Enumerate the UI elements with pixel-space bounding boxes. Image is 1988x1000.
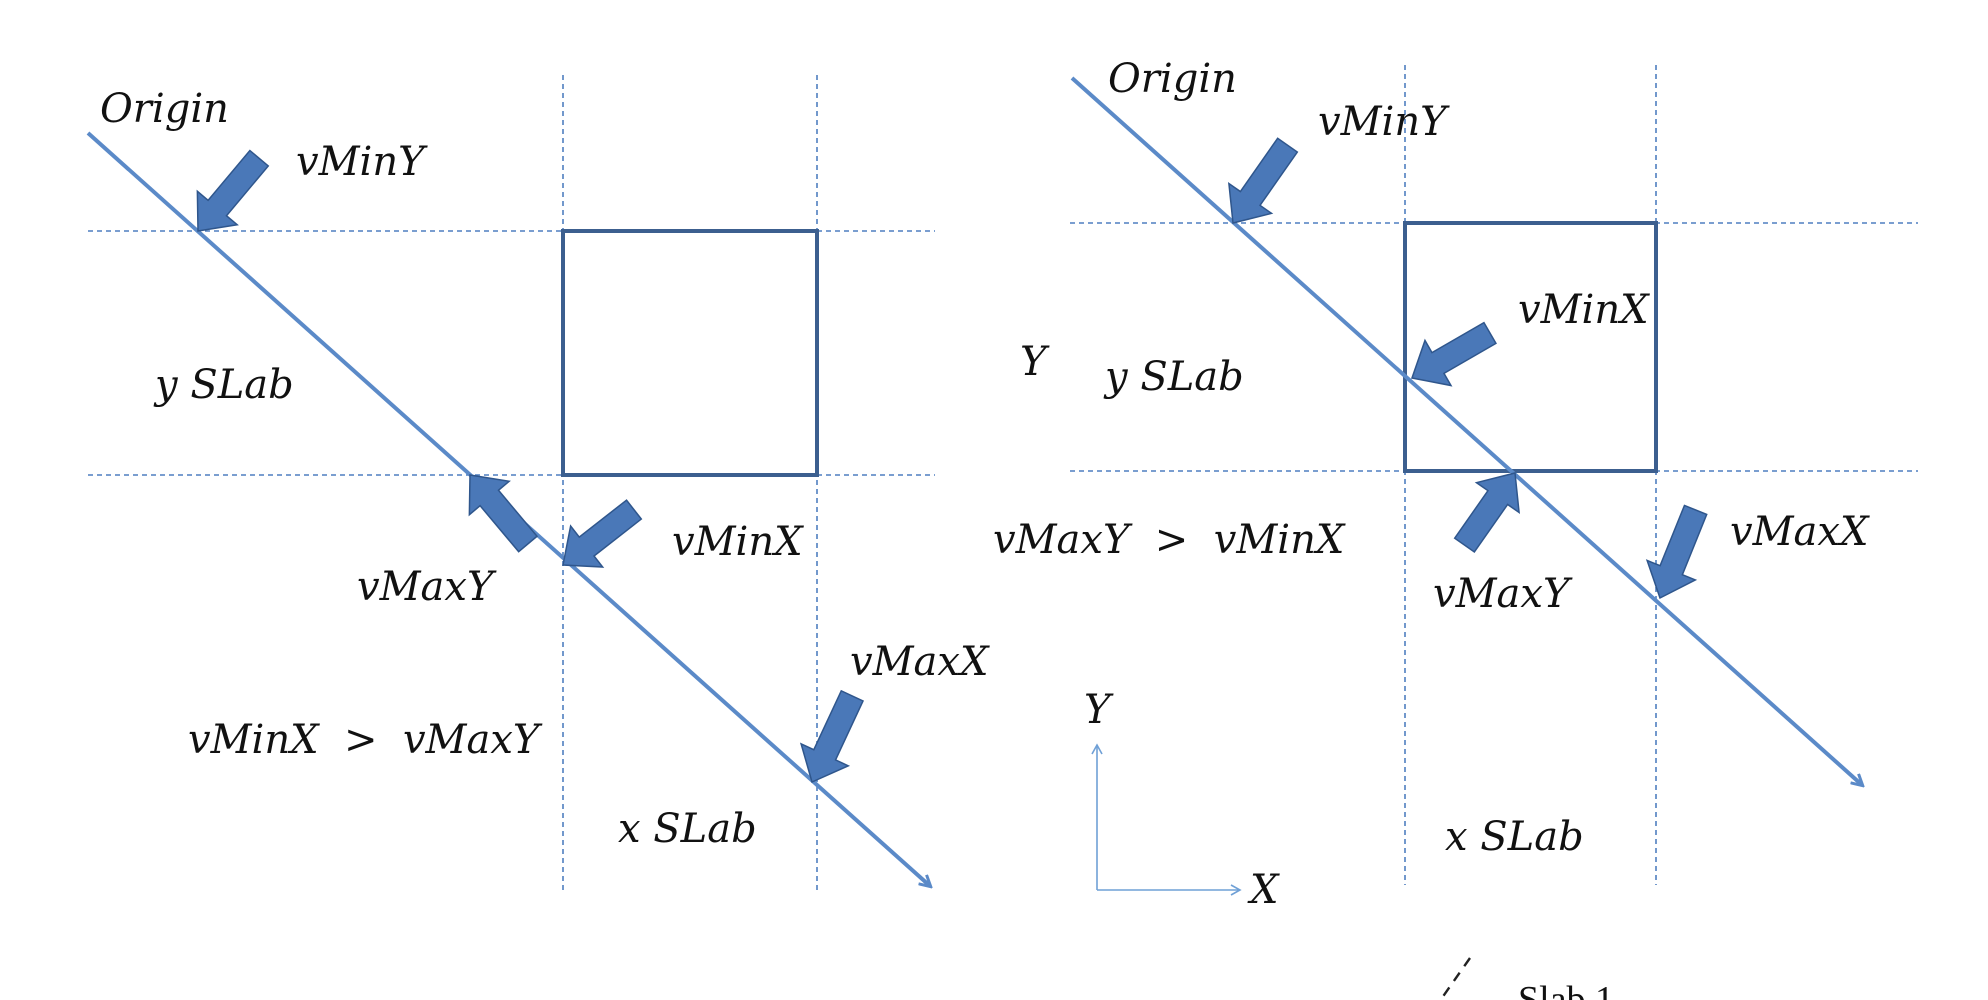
y-axis-label: Y: [1084, 687, 1114, 733]
right-origin-label: Origin: [1108, 56, 1237, 102]
slab-1-dashed-line: [1439, 957, 1471, 1000]
right-arrow-vmaxy: [1453, 472, 1521, 554]
right-vmaxy-label: vMaxY: [1433, 571, 1573, 617]
right-yslab-label: y SLab: [1103, 354, 1244, 400]
right-arrow-vmaxx: [1645, 504, 1708, 600]
x-axis-label: X: [1247, 867, 1280, 913]
right-arrow-vminy: [1227, 137, 1299, 224]
left-miss-condition: vMinX > vMaxY: [188, 717, 543, 763]
right-hit-condition: vMaxY > vMinX: [993, 517, 1346, 563]
left-bounding-box: [561, 229, 819, 477]
right-xslab-label: x SLab: [1445, 814, 1584, 860]
left-arrow-vmaxy: [468, 474, 539, 553]
slab-1-fragment: Slab 1: [1439, 957, 1614, 1000]
slab-1-label: Slab 1: [1518, 979, 1614, 1000]
left-vmaxx-label: vMaxX: [850, 639, 990, 685]
left-panel: Origin vMinY y SLab vMaxY vMinX vMaxX vM…: [86, 75, 990, 890]
right-vminy-label: vMinY: [1318, 99, 1450, 145]
right-panel: Origin vMinY vMinX Y y SLab vMaxY > vMin…: [993, 56, 1918, 885]
left-arrow-vminx: [562, 499, 643, 568]
left-arrow-vmaxx: [799, 689, 865, 784]
left-xslab-label: x SLab: [618, 806, 757, 852]
left-arrow-vminy: [196, 149, 270, 232]
right-vmaxx-label: vMaxX: [1730, 509, 1870, 555]
right-arrow-vminx: [1411, 321, 1497, 387]
right-ray: [1070, 76, 1862, 785]
axis-legend: Y X: [1084, 687, 1280, 913]
left-yslab-label: y SLab: [153, 362, 294, 408]
left-origin-label: Origin: [100, 86, 229, 132]
left-vmaxy-label: vMaxY: [357, 564, 497, 610]
right-vminx-label: vMinX: [1518, 287, 1650, 333]
right-y-side-label: Y: [1020, 339, 1050, 385]
left-vminx-label: vMinX: [672, 519, 804, 565]
left-vminy-label: vMinY: [296, 139, 428, 185]
right-bounding-box: [1403, 221, 1658, 473]
